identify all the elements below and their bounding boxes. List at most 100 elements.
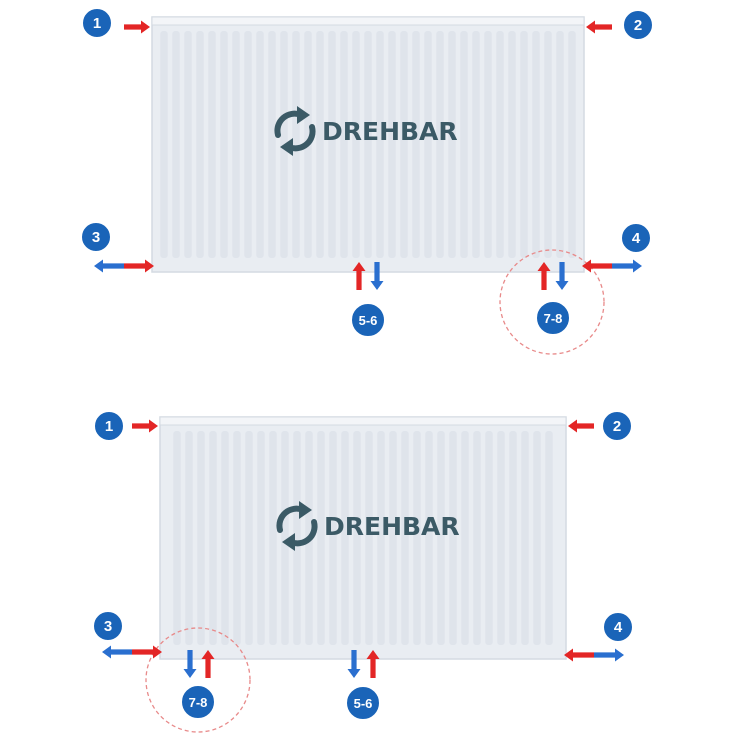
radiator-fin bbox=[424, 31, 432, 258]
radiator-fin bbox=[545, 431, 553, 645]
radiator-fin bbox=[269, 431, 277, 645]
radiator-fin bbox=[509, 431, 517, 645]
top-left-inlet-arrow bbox=[132, 419, 158, 433]
rotate-icon bbox=[274, 106, 316, 156]
radiator-fin bbox=[437, 431, 445, 645]
radiator-fin bbox=[232, 31, 240, 258]
badge-5-6-label: 5-6 bbox=[359, 313, 378, 328]
rotate-icon-arc-lower bbox=[288, 519, 318, 547]
radiator-fin bbox=[377, 431, 385, 645]
badge-1-label: 1 bbox=[105, 418, 113, 435]
radiator-fin bbox=[436, 31, 444, 258]
badge-3: 3 bbox=[92, 610, 124, 642]
radiator-fin bbox=[245, 431, 253, 645]
badge-7-8: 7-8 bbox=[535, 300, 571, 336]
badge-4-label: 4 bbox=[614, 619, 623, 636]
bottom-panel: DREHBAR 1 2 3 4 5-6 7-8 bbox=[92, 410, 634, 733]
rotate-icon bbox=[276, 501, 318, 551]
radiator-fin bbox=[521, 431, 529, 645]
radiator-fin bbox=[497, 431, 505, 645]
radiator-fin bbox=[352, 31, 360, 258]
badge-5-6-circle bbox=[350, 302, 386, 338]
brand-label: DREHBAR bbox=[324, 512, 460, 541]
middle-inlet-arrow bbox=[352, 262, 366, 290]
highlight-dashed-circle bbox=[499, 249, 605, 355]
badge-4-circle bbox=[620, 222, 652, 254]
radiator-fin bbox=[449, 431, 457, 645]
radiator-fin bbox=[220, 31, 228, 258]
badge-4-circle bbox=[602, 611, 634, 643]
radiator-fin bbox=[197, 431, 205, 645]
bottom-right-inlet-arrow bbox=[582, 259, 612, 273]
badge-5-6-label: 5-6 bbox=[354, 696, 373, 711]
badge-3-circle bbox=[92, 610, 124, 642]
badge-5-6-circle bbox=[345, 685, 381, 721]
rotate-icon-arc-upper bbox=[274, 110, 304, 138]
badge-3-label: 3 bbox=[92, 229, 100, 246]
badge-7-8: 7-8 bbox=[180, 684, 216, 720]
radiator-fin bbox=[317, 431, 325, 645]
badge-2: 2 bbox=[601, 410, 633, 442]
radiator-fin bbox=[341, 431, 349, 645]
badge-7-8-label: 7-8 bbox=[544, 311, 563, 326]
middle-outlet-arrow bbox=[347, 650, 361, 678]
badge-7-8-circle bbox=[180, 684, 216, 720]
badge-4-label: 4 bbox=[632, 230, 641, 247]
radiator-fin bbox=[329, 431, 337, 645]
radiator-fin bbox=[184, 31, 192, 258]
badge-5-6: 5-6 bbox=[345, 685, 381, 721]
badge-2-label: 2 bbox=[613, 418, 621, 435]
radiator-fin bbox=[233, 431, 241, 645]
badge-2-label: 2 bbox=[634, 17, 642, 34]
radiator-fin bbox=[196, 31, 204, 258]
corner-inlet-arrow bbox=[537, 262, 551, 290]
badge-4: 4 bbox=[602, 611, 634, 643]
radiator-fin bbox=[244, 31, 252, 258]
brand-label: DREHBAR bbox=[322, 117, 458, 146]
radiator-fin bbox=[401, 431, 409, 645]
radiator-fin bbox=[544, 31, 552, 258]
radiator-fin bbox=[532, 31, 540, 258]
badge-3-label: 3 bbox=[104, 618, 112, 635]
radiator-fin bbox=[413, 431, 421, 645]
badge-5-6: 5-6 bbox=[350, 302, 386, 338]
badge-1-circle bbox=[81, 7, 113, 39]
rotate-icon-head-upper bbox=[297, 106, 310, 124]
radiator-fin bbox=[353, 431, 361, 645]
rotate-icon-arc-upper bbox=[276, 505, 306, 533]
corner-inlet-arrow bbox=[201, 650, 215, 678]
radiator-fin bbox=[160, 31, 168, 258]
radiator-fin bbox=[496, 31, 504, 258]
radiator-fin bbox=[412, 31, 420, 258]
rotate-icon-head-lower bbox=[280, 138, 293, 156]
bottom-left-inlet-arrow bbox=[132, 645, 162, 659]
radiator-top-cover bbox=[151, 16, 585, 26]
radiator-fin bbox=[221, 431, 229, 645]
top-right-inlet-arrow bbox=[586, 20, 612, 34]
bottom-left-outlet-arrow bbox=[94, 259, 124, 273]
radiator-fin bbox=[448, 31, 456, 258]
radiator-fin bbox=[209, 431, 217, 645]
radiator-fin bbox=[340, 31, 348, 258]
radiator-fins bbox=[160, 31, 576, 258]
radiator-fin bbox=[568, 31, 576, 258]
radiator-fin bbox=[293, 431, 301, 645]
radiator-fin bbox=[257, 431, 265, 645]
bottom-right-outlet-arrow bbox=[612, 259, 642, 273]
rotate-icon-head-lower bbox=[282, 533, 295, 551]
middle-inlet-arrow bbox=[366, 650, 380, 678]
bottom-right-inlet-arrow bbox=[564, 648, 594, 662]
radiator-fin bbox=[268, 31, 276, 258]
badge-2-circle bbox=[622, 9, 654, 41]
radiator-fin bbox=[508, 31, 516, 258]
badge-1: 1 bbox=[93, 410, 125, 442]
radiator-fin bbox=[425, 431, 433, 645]
badge-7-8-circle bbox=[535, 300, 571, 336]
radiator-fin bbox=[292, 31, 300, 258]
corner-outlet-arrow bbox=[555, 262, 569, 290]
top-left-inlet-arrow bbox=[124, 20, 150, 34]
badge-1: 1 bbox=[81, 7, 113, 39]
badge-1-label: 1 bbox=[93, 15, 101, 32]
radiator-fin bbox=[328, 31, 336, 258]
